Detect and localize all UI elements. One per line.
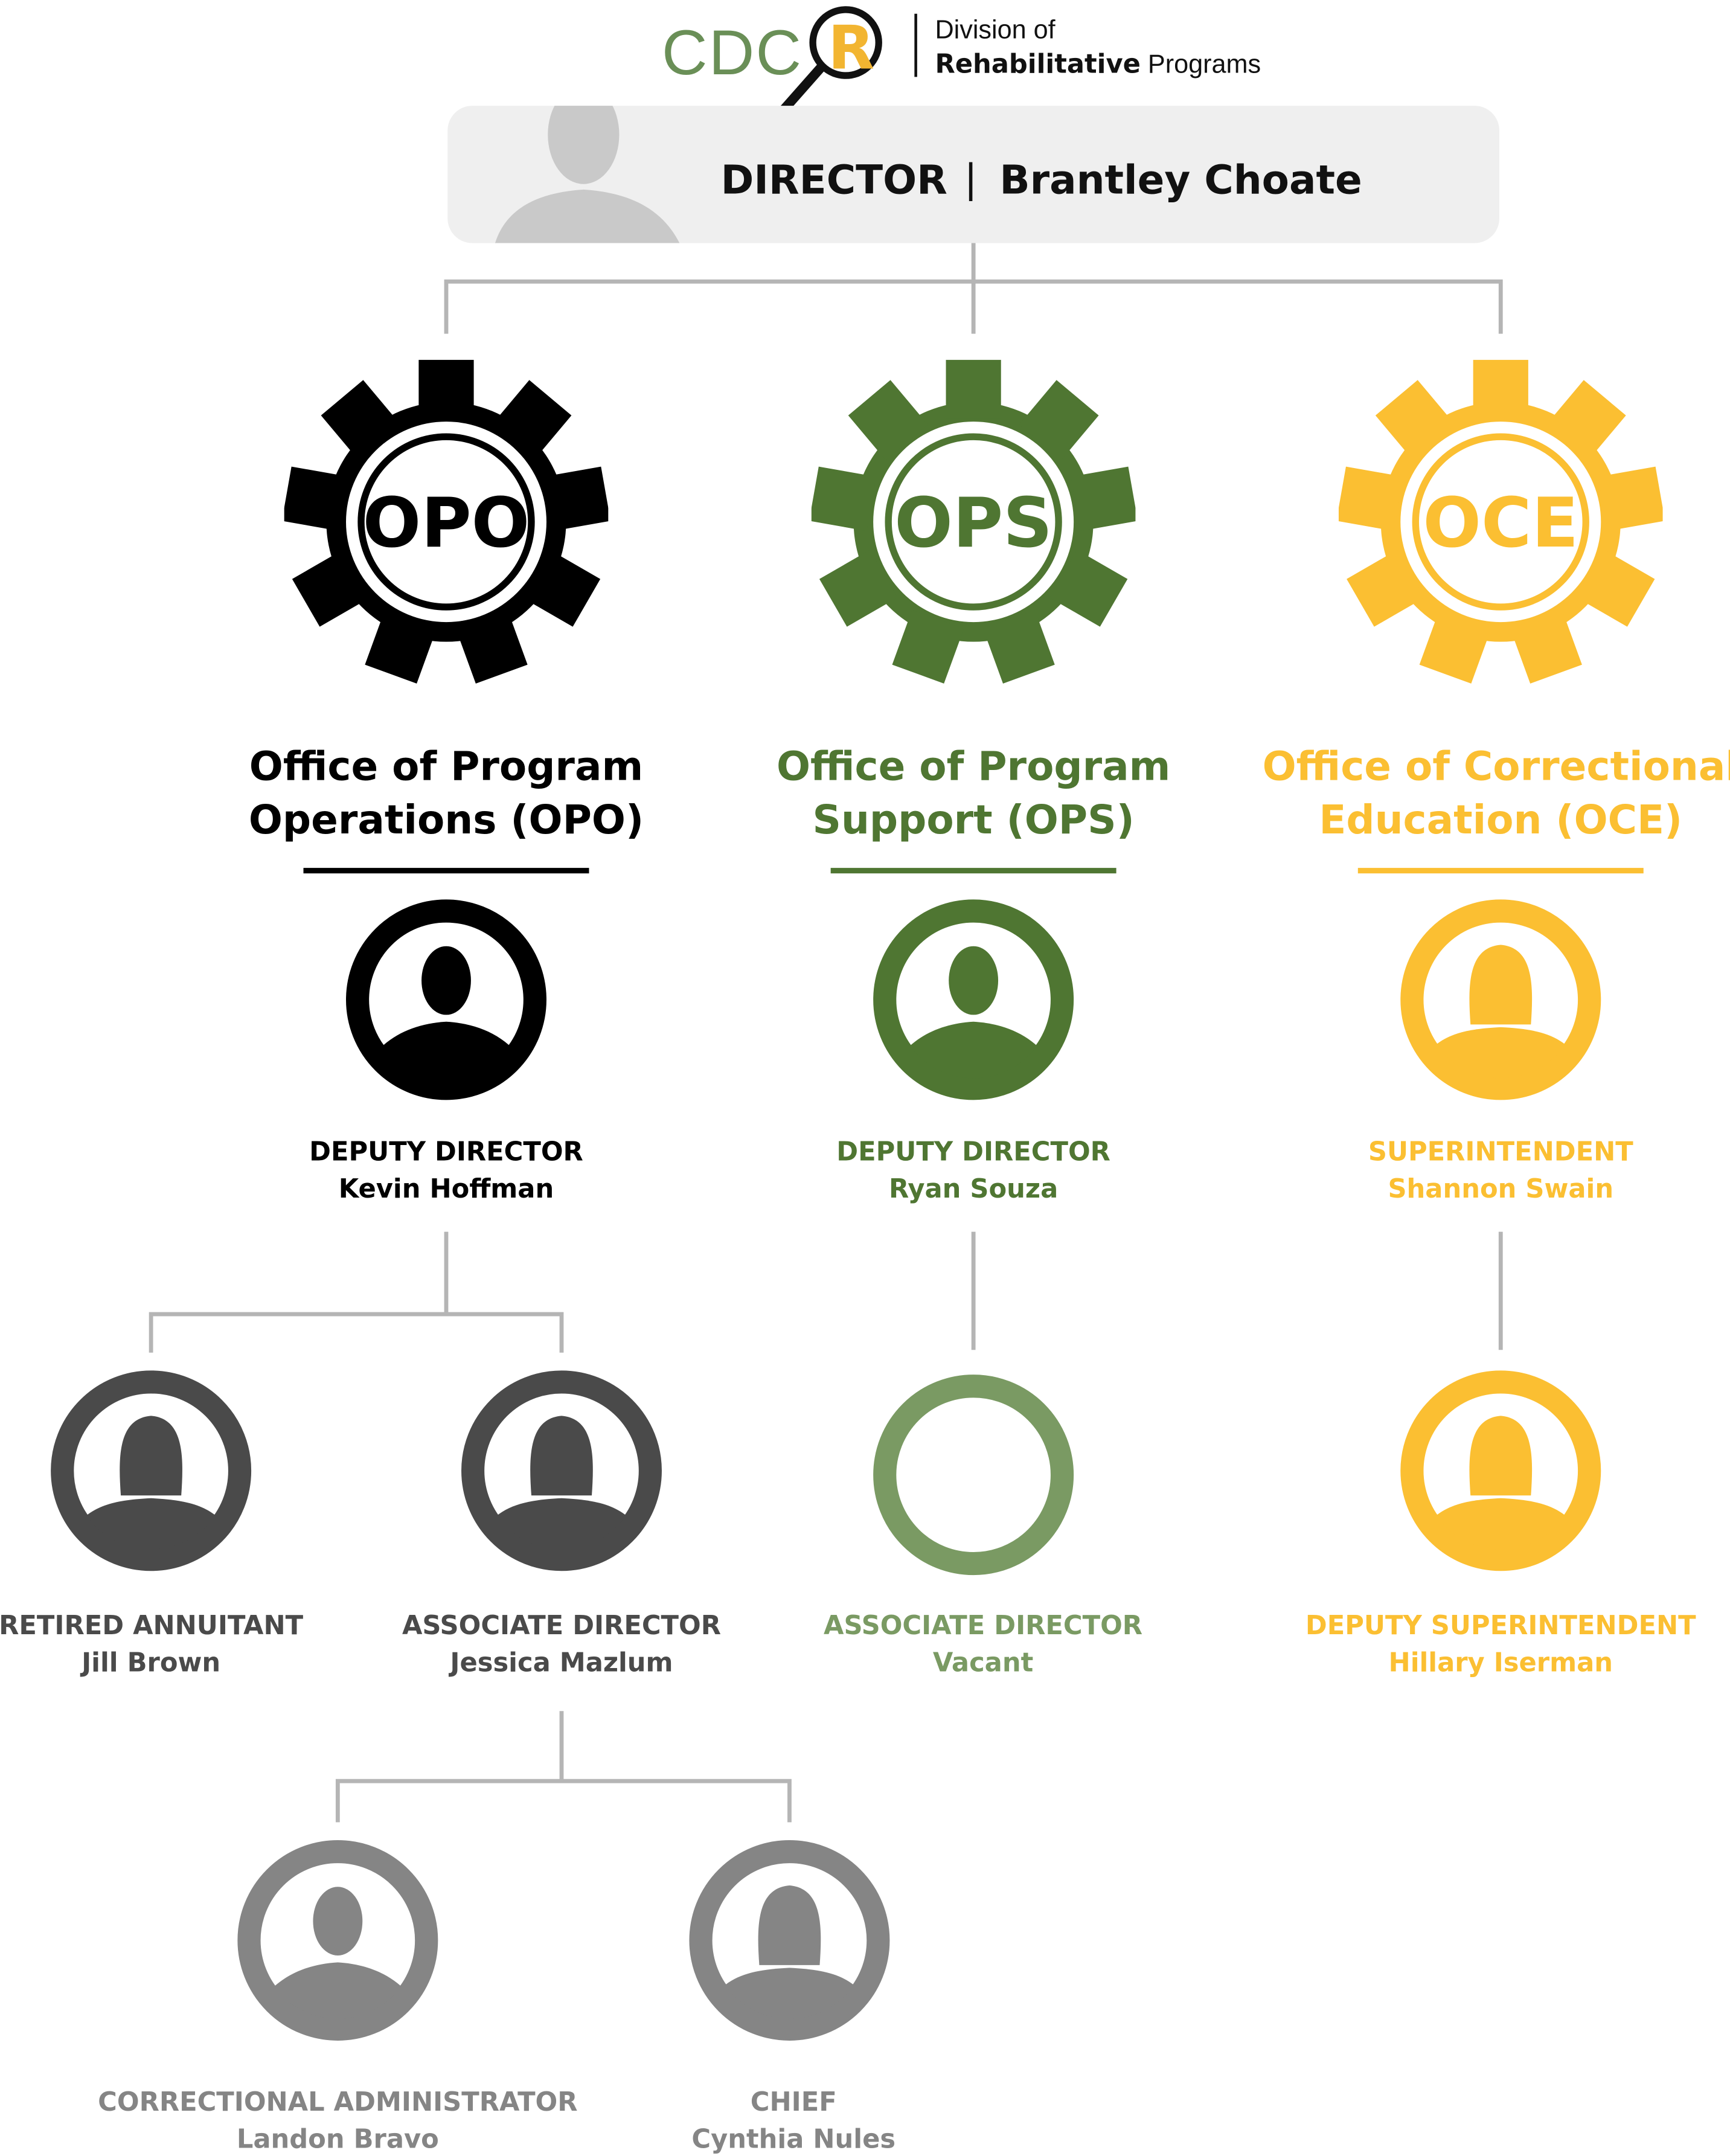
director-name: Brantley Choate <box>999 157 1362 204</box>
division-line1: Division of <box>935 16 1056 45</box>
female-silhouette-icon <box>1400 899 1601 1100</box>
head-name: Ryan Souza <box>889 1174 1058 1204</box>
director-title: DIRECTOR <box>721 157 947 204</box>
staff-correctional-administrator: CORRECTIONAL ADMINISTRATOR Landon Bravo <box>98 1840 578 2154</box>
head-title: DEPUTY DIRECTOR <box>836 1137 1110 1167</box>
staff-name: Jill Brown <box>80 1647 220 1678</box>
office-name-line1: Office of Program <box>777 743 1170 790</box>
connector-lines <box>149 243 1503 1823</box>
office-abbr: OPO <box>363 483 530 563</box>
staff-retired-annuitant: RETIRED ANNUITANT Jill Brown <box>0 1370 304 1678</box>
staff-name: Cynthia Nules <box>691 2124 895 2154</box>
director-silhouette-icon <box>492 106 687 243</box>
female-silhouette-icon <box>461 1370 662 1571</box>
staff-title: ASSOCIATE DIRECTOR <box>402 1611 721 1641</box>
female-silhouette-icon <box>689 1840 890 2041</box>
staff-associate-director-ops: ASSOCIATE DIRECTOR Vacant <box>824 1375 1142 1678</box>
director-separator: | <box>966 155 976 201</box>
staff-name: Jessica Mazlum <box>448 1647 673 1678</box>
office-name-line2: Operations (OPO) <box>249 797 644 843</box>
gear-icon <box>284 359 609 684</box>
male-silhouette-icon <box>237 1840 438 2041</box>
office-underline <box>1357 868 1644 874</box>
empty-ring-icon <box>873 1375 1074 1576</box>
female-silhouette-icon <box>1400 1370 1601 1571</box>
head-title: DEPUTY DIRECTOR <box>309 1137 583 1167</box>
staff-title: ASSOCIATE DIRECTOR <box>824 1611 1142 1641</box>
office-abbr: OCE <box>1423 483 1578 563</box>
staff-associate-director-opo: ASSOCIATE DIRECTOR Jessica Mazlum <box>402 1370 721 1678</box>
office-name-line1: Office of Program <box>249 743 643 790</box>
staff-chief: CHIEF Cynthia Nules <box>689 1840 895 2154</box>
gear-icon <box>1338 359 1663 684</box>
office-name-line2: Education (OCE) <box>1319 797 1682 843</box>
office-underline <box>830 868 1116 874</box>
office-name-line2: Support (OPS) <box>812 797 1134 843</box>
division-line2: Rehabilitative Programs <box>935 50 1261 80</box>
staff-name: Landon Bravo <box>237 2124 439 2154</box>
staff-deputy-superintendent: DEPUTY SUPERINTENDENT Hillary Iserman <box>1306 1370 1696 1678</box>
director-banner: DIRECTOR | Brantley Choate <box>447 106 1499 243</box>
logo-r: R <box>828 13 874 83</box>
logo-letters: CDC <box>662 18 803 88</box>
staff: RETIRED ANNUITANT Jill Brown ASSOCIATE DIR… <box>0 1370 1696 2154</box>
head-name: Kevin Hoffman <box>339 1174 554 1204</box>
staff-name: Vacant <box>933 1647 1033 1678</box>
head-name: Shannon Swain <box>1388 1174 1613 1204</box>
male-silhouette-icon <box>873 899 1074 1100</box>
head-title: SUPERINTENDENT <box>1368 1137 1633 1167</box>
male-silhouette-icon <box>345 899 546 1100</box>
office-underline <box>303 868 589 874</box>
office-abbr: OPS <box>894 483 1052 563</box>
staff-title: RETIRED ANNUITANT <box>0 1611 304 1641</box>
staff-title: CORRECTIONAL ADMINISTRATOR <box>98 2087 577 2117</box>
staff-name: Hillary Iserman <box>1389 1647 1613 1678</box>
staff-title: DEPUTY SUPERINTENDENT <box>1306 1611 1696 1641</box>
female-silhouette-icon <box>51 1370 252 1571</box>
office-name-line1: Office of Correctional <box>1263 743 1730 790</box>
gear-icon <box>811 359 1136 684</box>
staff-title: CHIEF <box>751 2087 837 2117</box>
